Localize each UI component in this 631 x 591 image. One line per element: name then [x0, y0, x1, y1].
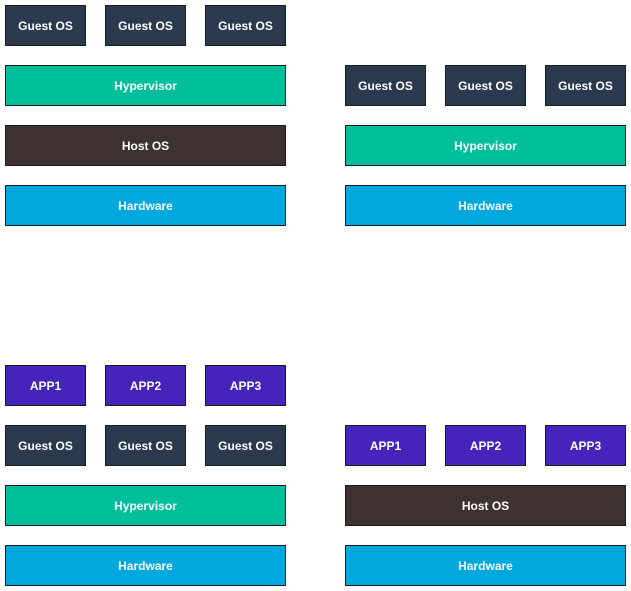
guest-os-block: Guest OS [545, 65, 626, 106]
app-block: APP2 [445, 425, 526, 466]
app-block: APP3 [205, 365, 286, 406]
hardware-block: Hardware [345, 545, 626, 586]
hypervisor-block: Hypervisor [345, 125, 626, 166]
guest-os-block: Guest OS [445, 65, 526, 106]
guest-os-block: Guest OS [205, 5, 286, 46]
host-os-block: Host OS [5, 125, 286, 166]
app-block: APP1 [5, 365, 86, 406]
guest-os-block: Guest OS [5, 5, 86, 46]
hypervisor-block: Hypervisor [5, 65, 286, 106]
hardware-block: Hardware [5, 185, 286, 226]
app-block: APP2 [105, 365, 186, 406]
hypervisor-block: Hypervisor [5, 485, 286, 526]
guest-os-block: Guest OS [105, 5, 186, 46]
app-block: APP1 [345, 425, 426, 466]
hardware-block: Hardware [5, 545, 286, 586]
guest-os-block: Guest OS [205, 425, 286, 466]
guest-os-block: Guest OS [5, 425, 86, 466]
hardware-block: Hardware [345, 185, 626, 226]
app-block: APP3 [545, 425, 626, 466]
host-os-block: Host OS [345, 485, 626, 526]
guest-os-block: Guest OS [105, 425, 186, 466]
guest-os-block: Guest OS [345, 65, 426, 106]
